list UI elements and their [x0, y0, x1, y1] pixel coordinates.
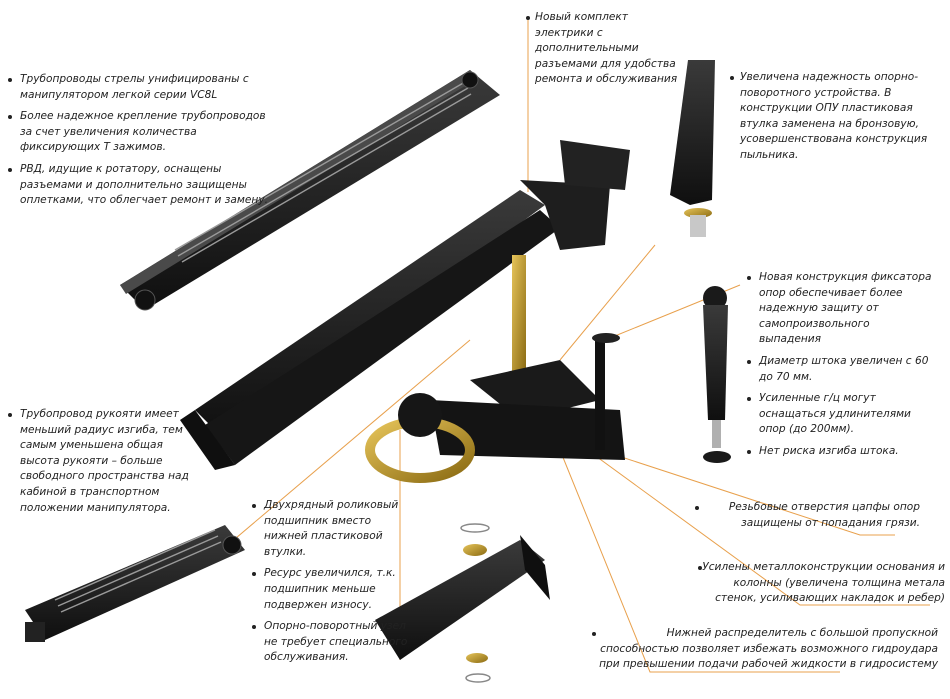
callout-outrigger: Новая конструкция фиксатора опор обеспеч… — [745, 270, 935, 466]
bullet-icon — [730, 76, 734, 80]
leader-right-3 — [559, 449, 840, 673]
callout-bearing-item: Ресурс увеличился, т.к. подшипник меньше… — [250, 566, 410, 613]
callout-frame-text: Усилены металлоконструкции основания и к… — [702, 561, 945, 605]
callout-reinforced-frame: Усилены металлоконструкции основания и к… — [698, 560, 945, 607]
callout-valve-text: Нижней распределитель с большой пропускн… — [599, 627, 938, 671]
callout-control-valve: Нижней распределитель с большой пропускн… — [592, 626, 938, 673]
callout-bearing-item: Двухрядный роликовый подшипник вместо ни… — [250, 498, 410, 560]
bullet-icon — [695, 506, 699, 510]
callout-arm-text: Трубопровод рукояти имеет меньший радиус… — [6, 407, 191, 516]
callout-boom-item: Трубопроводы стрелы унифицированы с мани… — [6, 72, 276, 103]
callout-electrics-text: Новый комплект электрики с дополнительны… — [535, 11, 678, 86]
upper-boom-detail — [120, 70, 500, 311]
base-assembly-detail — [375, 523, 550, 683]
rotator-detail — [670, 60, 715, 237]
callout-slewing-unit: Увеличена надежность опорно-поворотного … — [730, 70, 930, 164]
callout-bearing-item: Опорно-поворотный узел не требует специа… — [250, 619, 410, 666]
leader-mid-left — [209, 339, 471, 561]
leader-right-2 — [559, 429, 930, 606]
main-crane — [180, 140, 630, 483]
callout-outrigger-item: Усиленные г/ц могут оснащаться удлинител… — [745, 391, 935, 438]
callout-arm-pipeline: Трубопровод рукояти имеет меньший радиус… — [6, 407, 191, 522]
callout-threaded-text: Резьбовые отверстия цапфы опор защищены … — [728, 501, 920, 529]
leader-top-right — [559, 244, 656, 361]
callout-electrics: Новый комплект электрики с дополнительны… — [526, 10, 685, 88]
callout-slewing-text: Увеличена надежность опорно-поворотного … — [740, 71, 928, 161]
bullet-icon — [592, 632, 596, 636]
bullet-icon — [526, 16, 530, 20]
arm-detail — [25, 525, 245, 642]
leader-right-1 — [599, 449, 895, 536]
callout-boom-pipelines: Трубопроводы стрелы унифицированы с мани… — [6, 72, 276, 215]
callout-outrigger-item: Нет риска изгиба штока. — [745, 444, 935, 460]
callout-outrigger-item: Новая конструкция фиксатора опор обеспеч… — [745, 270, 935, 348]
bullet-icon — [698, 566, 702, 570]
callout-boom-item: РВД, идущие к ротатору, оснащены разъема… — [6, 162, 276, 209]
callout-boom-item: Более надежное крепление трубопроводов з… — [6, 109, 276, 156]
callout-outrigger-item: Диаметр штока увеличен с 60 до 70 мм. — [745, 354, 935, 385]
callout-bearing: Двухрядный роликовый подшипник вместо ни… — [250, 498, 410, 672]
outrigger-cylinder — [703, 286, 731, 463]
callout-threaded-holes: Резьбовые отверстия цапфы опор защищены … — [695, 500, 920, 531]
